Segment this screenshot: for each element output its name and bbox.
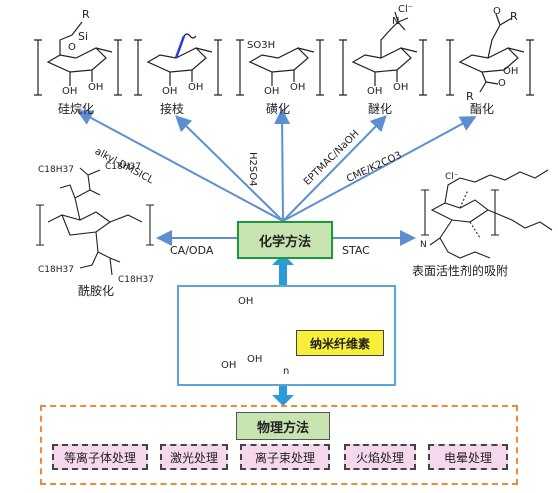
label-oh-3a: OH <box>264 86 280 97</box>
label-h2so4: H2SO4 <box>247 152 258 187</box>
method-corona: 电晕处理 <box>428 444 508 470</box>
arrow-silanization <box>76 110 284 222</box>
down-arrow <box>272 382 294 406</box>
method-plasma: 等离子体处理 <box>52 444 148 470</box>
label-grafting: 接枝 <box>160 102 185 116</box>
label-r-5a: R <box>510 10 518 23</box>
label-cl-1: Cl⁻ <box>398 4 414 15</box>
label-r-5b: R <box>466 90 474 103</box>
molecule-etherification <box>339 11 427 96</box>
label-oh-2a: OH <box>162 86 178 97</box>
molecule-adsorption <box>421 169 553 259</box>
label-c18h37-4: C18H37 <box>118 275 154 285</box>
label-etherification: 醚化 <box>368 102 393 116</box>
label-o-1: O <box>68 42 76 53</box>
label-o-5b: O <box>498 78 506 89</box>
label-n-sub: n <box>283 366 290 377</box>
label-oh-c1: OH <box>238 296 254 307</box>
label-oh-1a: OH <box>62 86 78 97</box>
arrow-esterification <box>282 116 477 222</box>
molecule-esterification <box>446 13 534 96</box>
label-oh-4b: OH <box>393 82 409 93</box>
label-oh-5: OH <box>503 66 519 77</box>
label-n-1: N <box>392 16 400 27</box>
label-oh-1b: OH <box>88 82 104 93</box>
label-oh-4a: OH <box>367 86 383 97</box>
method-ion-beam: 离子束处理 <box>240 444 330 470</box>
label-so3h: SO3H <box>247 40 276 51</box>
method-laser: 激光处理 <box>160 444 228 470</box>
label-oh-c2: OH <box>221 360 237 371</box>
physical-method-title: 物理方法 <box>236 412 330 440</box>
label-sulfonation: 磺化 <box>266 102 291 116</box>
arrow-etherification <box>282 115 387 222</box>
up-arrow <box>272 254 294 285</box>
label-r-1: R <box>82 8 90 21</box>
label-oh-c3: OH <box>247 354 263 365</box>
arrow-grafting <box>175 115 284 222</box>
label-cl-2: Cl⁻ <box>445 172 459 182</box>
label-silanization: 硅烷化 <box>58 102 95 116</box>
method-flame: 火焰处理 <box>344 444 416 470</box>
label-o-5a: O <box>493 6 501 17</box>
label-oh-3b: OH <box>290 82 306 93</box>
reaction-arrows <box>76 108 477 246</box>
label-c18h37-2: C18H37 <box>105 162 141 172</box>
top-molecules <box>34 11 534 96</box>
label-oh-2b: OH <box>188 82 204 93</box>
chemical-method-box: 化学方法 <box>237 221 333 259</box>
label-n-2: N <box>420 240 427 250</box>
label-esterification: 酯化 <box>470 102 495 116</box>
label-stac: STAC <box>342 244 370 257</box>
nanocellulose-label: 纳米纤维素 <box>296 330 384 356</box>
molecule-amide <box>36 167 154 276</box>
molecule-sulfonation <box>236 39 324 96</box>
label-caoda: CA/ODA <box>170 244 214 257</box>
label-c18h37-1: C18H37 <box>38 165 74 175</box>
physical-methods-group <box>40 405 518 485</box>
molecule-grafting <box>134 33 222 96</box>
label-adsorb: 表面活性剂的吸附 <box>412 264 509 278</box>
label-si: Si <box>78 30 89 43</box>
label-amide: 酰胺化 <box>78 284 115 298</box>
arrow-sulfonation <box>274 108 291 222</box>
molecule-silanization <box>34 21 122 96</box>
label-c18h37-3: C18H37 <box>38 265 74 275</box>
